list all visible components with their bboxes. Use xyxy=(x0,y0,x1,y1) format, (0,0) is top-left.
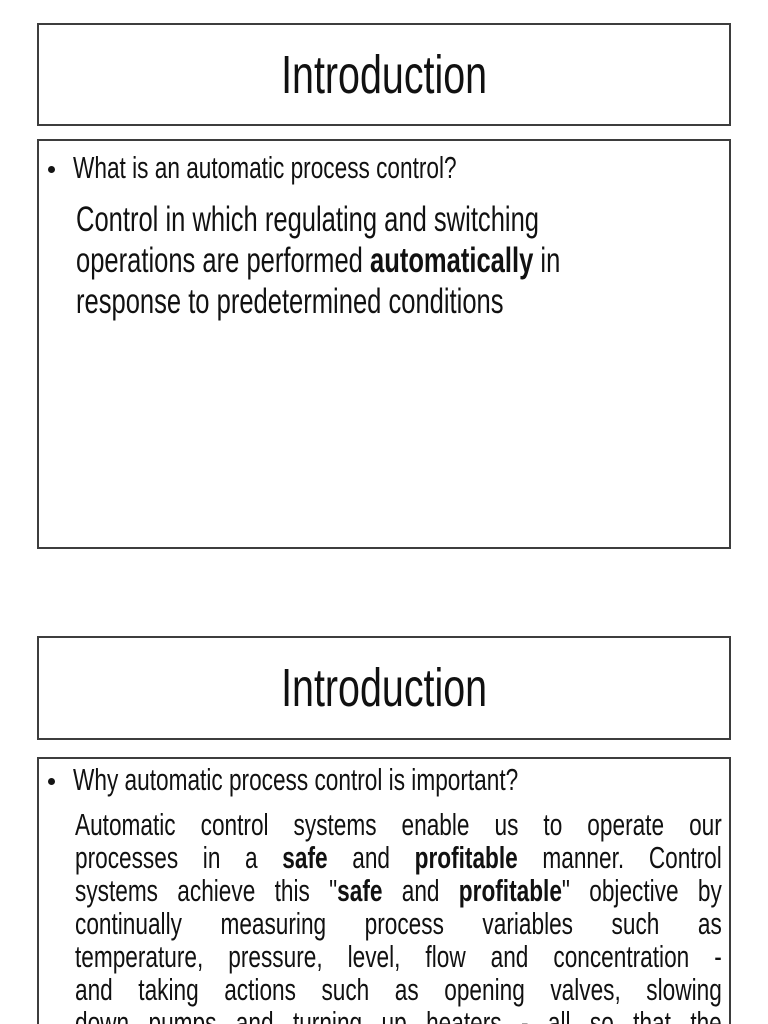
paragraph-line: temperature, pressure, level, flow and c… xyxy=(75,939,722,974)
slide2-title-box: Introduction xyxy=(37,636,731,740)
paragraph-line: systems achieve this "safe and profitabl… xyxy=(75,873,722,908)
slide1-title-box: Introduction xyxy=(37,23,731,126)
paragraph-line: processes in a safe and profitable manne… xyxy=(75,840,722,875)
slide2-title: Introduction xyxy=(281,658,487,718)
slide1-paragraph: Control in which regulating and switchin… xyxy=(76,199,561,322)
paragraph-line: operations are performed automatically i… xyxy=(76,241,561,280)
paragraph-line: Control in which regulating and switchin… xyxy=(76,200,540,239)
slide2-content-box: Why automatic process control is importa… xyxy=(37,757,731,1024)
slide1-bullet-item: What is an automatic process control? xyxy=(48,148,729,187)
slide1-bullet-text: What is an automatic process control? xyxy=(73,150,457,185)
paragraph-line: response to predetermined conditions xyxy=(76,282,504,321)
paragraph-line: and taking actions such as opening valve… xyxy=(75,972,722,1007)
paragraph-line: Automatic control systems enable us to o… xyxy=(75,807,722,842)
slide1-title: Introduction xyxy=(281,44,487,105)
slide2-paragraph: Automatic control systems enable us to o… xyxy=(75,808,722,1024)
slide2-bullet-item: Why automatic process control is importa… xyxy=(48,760,729,799)
paragraph-line: continually measuring process variables … xyxy=(75,906,722,941)
slide1-content-box: What is an automatic process control? Co… xyxy=(37,139,731,549)
slide2-bullet-text: Why automatic process control is importa… xyxy=(73,762,519,797)
paragraph-line: down pumps and turning up heaters - all … xyxy=(75,1005,722,1024)
bullet-icon xyxy=(48,166,55,173)
bullet-icon xyxy=(48,778,55,785)
